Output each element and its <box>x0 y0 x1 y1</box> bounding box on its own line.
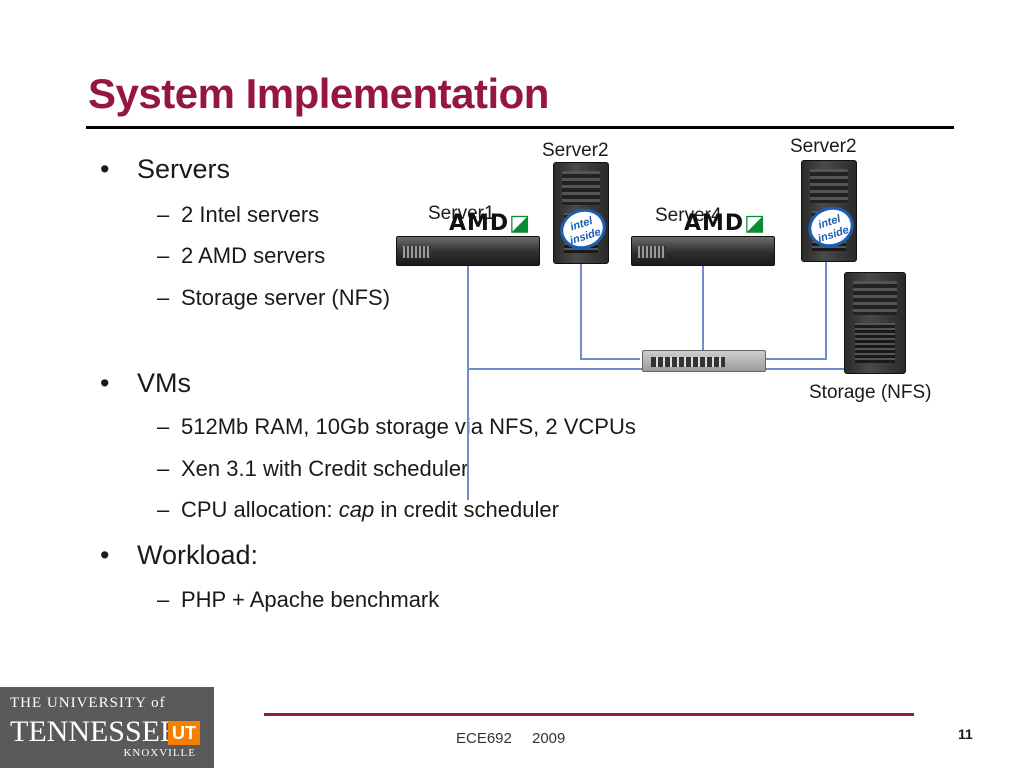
bullet-glyph: • <box>100 540 110 570</box>
drive-bays <box>853 281 897 315</box>
sub-text: 2 Intel servers <box>181 202 320 227</box>
logo-line2: TENNESSEE <box>10 715 179 748</box>
amd-logo: AMD◪ <box>449 211 531 236</box>
logo-line3: KNOXVILLE <box>123 747 196 759</box>
logo-line1: THE UNIVERSITY of <box>10 695 166 711</box>
link-server2a <box>580 260 582 358</box>
server4-label: Server4 <box>655 205 722 226</box>
amd-logo: AMD◪ <box>684 211 766 236</box>
footer-course: ECE692 <box>456 730 512 747</box>
footer-divider <box>264 713 914 716</box>
server1-rack: AMD◪ <box>396 211 540 266</box>
bullet-glyph: • <box>100 368 110 398</box>
cpu-allocation-rest: in credit scheduler <box>374 497 559 522</box>
drive-bays <box>810 169 848 203</box>
link-server1 <box>467 253 469 500</box>
footer-year: 2009 <box>532 730 566 747</box>
link-server2b <box>825 260 827 358</box>
sub-glyph: – <box>157 497 170 522</box>
sub-text: 512Mb RAM, 10Gb storage via NFS, 2 VCPUs <box>181 414 636 439</box>
storage-tower <box>844 272 906 374</box>
sub-glyph: – <box>157 243 170 268</box>
sub-text: PHP + Apache benchmark <box>181 587 440 612</box>
sub-text: CPU allocation: cap in credit scheduler <box>181 497 559 523</box>
ut-mark-icon: UT <box>168 721 200 745</box>
switch-ports <box>651 357 725 367</box>
link-storage-h <box>765 368 845 370</box>
rack-vent <box>638 246 666 258</box>
sub-text: Storage server (NFS) <box>181 285 391 310</box>
title-divider <box>86 126 954 129</box>
storage-label: Storage (NFS) <box>809 382 932 403</box>
network-switch <box>642 350 766 372</box>
sub-glyph: – <box>157 285 170 310</box>
cpu-allocation-italic: cap <box>338 497 375 522</box>
drive-bays <box>562 171 600 205</box>
bullet-text: Workload: <box>137 540 259 570</box>
slide-title: System Implementation <box>88 70 549 117</box>
sub-glyph: – <box>157 414 170 439</box>
sub-glyph: – <box>157 202 170 227</box>
link-server1-h <box>467 368 727 370</box>
link-server4 <box>702 253 704 355</box>
sub-text: Xen 3.1 with Credit scheduler <box>181 456 469 481</box>
tower-vents <box>855 323 895 363</box>
bullet-text: VMs <box>137 368 191 398</box>
link-server2b-h <box>765 358 827 360</box>
sub-glyph: – <box>157 587 170 612</box>
bullet-glyph: • <box>100 154 110 184</box>
amd-text: AMD <box>684 211 745 236</box>
amd-arrow-icon: ◪ <box>744 211 766 236</box>
sub-glyph: – <box>157 456 170 481</box>
server2-label-a: Server2 <box>542 140 609 161</box>
rack-vent <box>403 246 431 258</box>
server4-rack: AMD◪ <box>631 211 775 266</box>
bullet-text: Servers <box>137 154 231 184</box>
amd-arrow-icon: ◪ <box>509 211 531 236</box>
server-diagram: Server2 Server2 Server1 Server4 Storage … <box>380 130 980 500</box>
amd-text: AMD <box>449 211 510 236</box>
server2-label-b: Server2 <box>790 136 857 157</box>
link-server2a-h <box>580 358 640 360</box>
cpu-allocation-label: CPU allocation: <box>181 497 333 522</box>
server1-label: Server1 <box>428 203 495 224</box>
sub-text: 2 AMD servers <box>181 243 326 268</box>
page-number: 11 <box>958 726 973 742</box>
university-logo: THE UNIVERSITY of TENNESSEE UT KNOXVILLE <box>0 687 214 768</box>
